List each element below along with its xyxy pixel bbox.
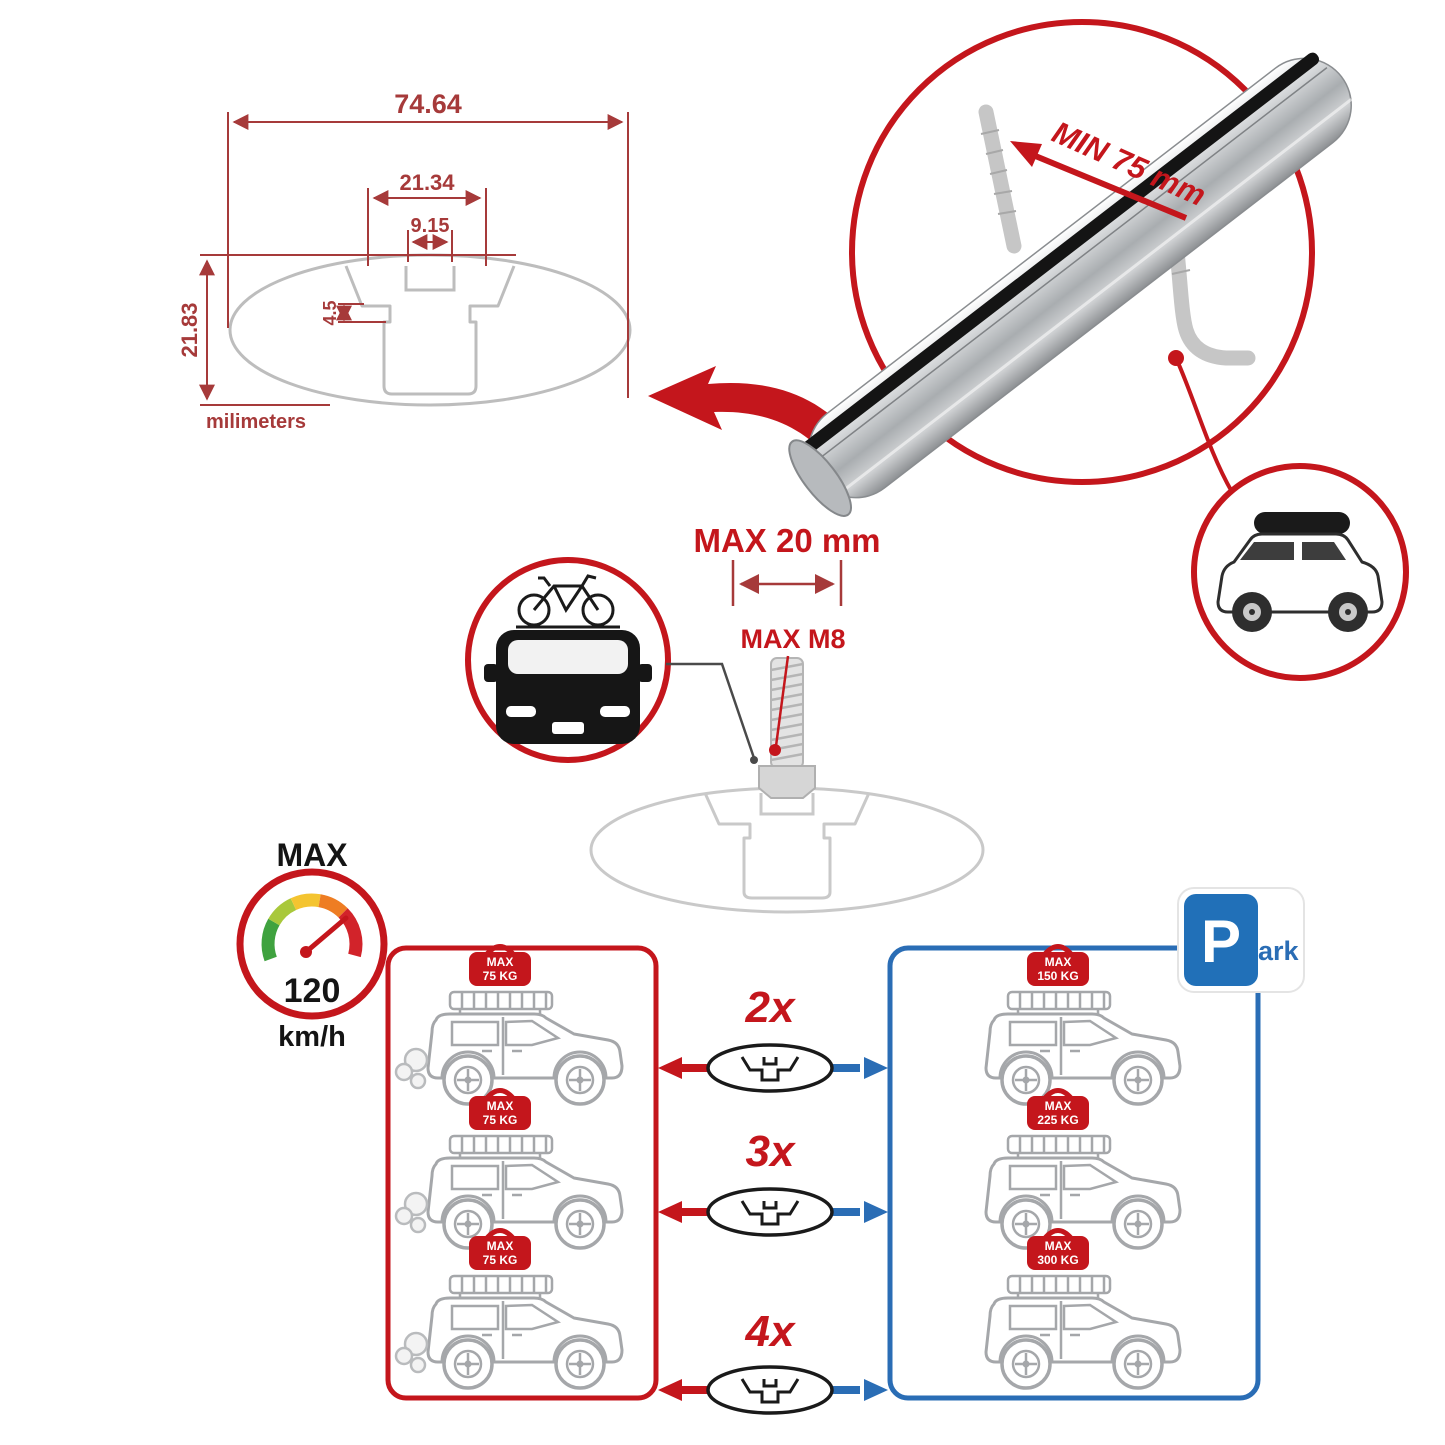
bar-end-face xyxy=(788,439,852,517)
tag-line1: MAX xyxy=(487,955,514,969)
dimension-total-width xyxy=(227,112,629,398)
bike-icon xyxy=(517,574,615,627)
arrow-left-red-3 xyxy=(658,1379,682,1401)
bar-profile-slot xyxy=(344,265,516,396)
tag-line2: 75 KG xyxy=(483,1113,518,1127)
tag-line1: MAX xyxy=(487,1099,514,1113)
speed-limit-gauge: MAX 120 km/h xyxy=(236,837,388,1053)
gauge-arcs xyxy=(261,893,363,962)
callout-connector xyxy=(1174,357,1234,493)
speed-max-label: MAX xyxy=(276,837,348,873)
max-thread-label: MAX M8 xyxy=(740,624,845,654)
arrow-left-red-1 xyxy=(658,1057,682,1079)
tag-line2: 225 KG xyxy=(1037,1113,1078,1127)
bike-car-callout xyxy=(465,557,671,763)
arrow-right-blue-3 xyxy=(864,1379,888,1401)
load-tag-driving-2: MAX 75 KG xyxy=(469,1088,531,1130)
leader-line-thread xyxy=(774,655,790,747)
units-label: milimeters xyxy=(206,411,306,433)
dim-slot-opening-label: 9.15 xyxy=(411,215,450,237)
leader-line-car-to-bolt xyxy=(666,662,756,759)
cross-section-diagram: 74.64 21.34 9.15 4.5 21.83 milimeters xyxy=(177,89,856,462)
arrow-left-red-2 xyxy=(658,1201,682,1223)
crossbar-icon-1 xyxy=(706,1043,834,1093)
dimension-slot-opening xyxy=(407,230,453,262)
speed-unit: km/h xyxy=(278,1021,346,1053)
tag-line2: 150 KG xyxy=(1037,969,1078,983)
bar-render-callout: MIN 75 mm xyxy=(788,19,1409,681)
config-row-3: 4x xyxy=(658,1307,888,1415)
grey-profile-notch xyxy=(759,793,815,816)
load-comparison: MAX 120 km/h P ark 2x xyxy=(236,837,1305,1415)
tag-line1: MAX xyxy=(1045,955,1072,969)
suv-wheels xyxy=(1232,592,1368,632)
dimension-lip-height xyxy=(336,303,386,323)
tag-line1: MAX xyxy=(1045,1239,1072,1253)
parking-sign: P ark xyxy=(1177,887,1305,993)
config-row-1: 2x xyxy=(658,983,888,1093)
dimension-bolt xyxy=(731,560,843,606)
load-tag-parked-3: MAX 300 KG xyxy=(1027,1228,1089,1270)
dimension-slot-width xyxy=(367,188,487,266)
zoom-arrow xyxy=(648,366,856,462)
tag-line1: MAX xyxy=(487,1239,514,1253)
bar-profile-notch xyxy=(404,266,456,292)
bolt-spec-diagram: MAX 20 mm MAX M8 xyxy=(465,522,985,914)
tag-line2: 75 KG xyxy=(483,969,518,983)
aluminum-bar xyxy=(788,52,1353,517)
speed-value: 120 xyxy=(284,972,341,1010)
parking-sign-p: P xyxy=(1201,908,1241,975)
arrow-right-blue-1 xyxy=(864,1057,888,1079)
load-tag-parked-2: MAX 225 KG xyxy=(1027,1088,1089,1130)
load-tag-parked-1: MAX 150 KG xyxy=(1027,944,1089,986)
dimension-bar-height xyxy=(199,254,516,406)
car-with-roofbox xyxy=(1216,512,1384,632)
grey-profile-ellipse xyxy=(589,786,985,914)
max-length-label: MAX 20 mm xyxy=(693,522,880,559)
config-count-2: 3x xyxy=(746,1127,796,1176)
roofbox-car-callout xyxy=(1191,463,1409,681)
leader-dot-red xyxy=(769,744,781,756)
suv-windows xyxy=(1240,542,1346,560)
dim-slot-width-label: 21.34 xyxy=(399,170,455,195)
dim-bar-height-label: 21.83 xyxy=(177,302,202,357)
bar-profile-ellipse xyxy=(228,253,632,407)
leader-dot-dark xyxy=(750,756,758,764)
arrow-right-blue-2 xyxy=(864,1201,888,1223)
config-count-3: 4x xyxy=(745,1307,796,1356)
crossbar-icon-3 xyxy=(706,1365,834,1415)
crossbar-icon-2 xyxy=(706,1187,834,1237)
magnifier-circle xyxy=(849,19,1315,485)
config-row-2: 3x xyxy=(658,1127,888,1237)
tag-line1: MAX xyxy=(1045,1099,1072,1113)
load-tag-driving-3: MAX 75 KG xyxy=(469,1228,531,1270)
car-front-icon xyxy=(484,630,652,744)
load-tag-driving-1: MAX 75 KG xyxy=(469,944,531,986)
dim-lip-height-label: 4.5 xyxy=(320,300,340,325)
parking-sign-ark: ark xyxy=(1258,936,1300,966)
grey-profile-slot xyxy=(703,792,871,900)
roof-box xyxy=(1254,512,1350,534)
dim-total-width-label: 74.64 xyxy=(394,89,462,119)
threaded-bolt xyxy=(758,657,816,799)
tag-line2: 75 KG xyxy=(483,1253,518,1267)
config-count-1: 2x xyxy=(745,983,796,1032)
bolt-head xyxy=(758,765,816,799)
gauge-needle xyxy=(303,915,349,955)
tag-line2: 300 KG xyxy=(1037,1253,1078,1267)
